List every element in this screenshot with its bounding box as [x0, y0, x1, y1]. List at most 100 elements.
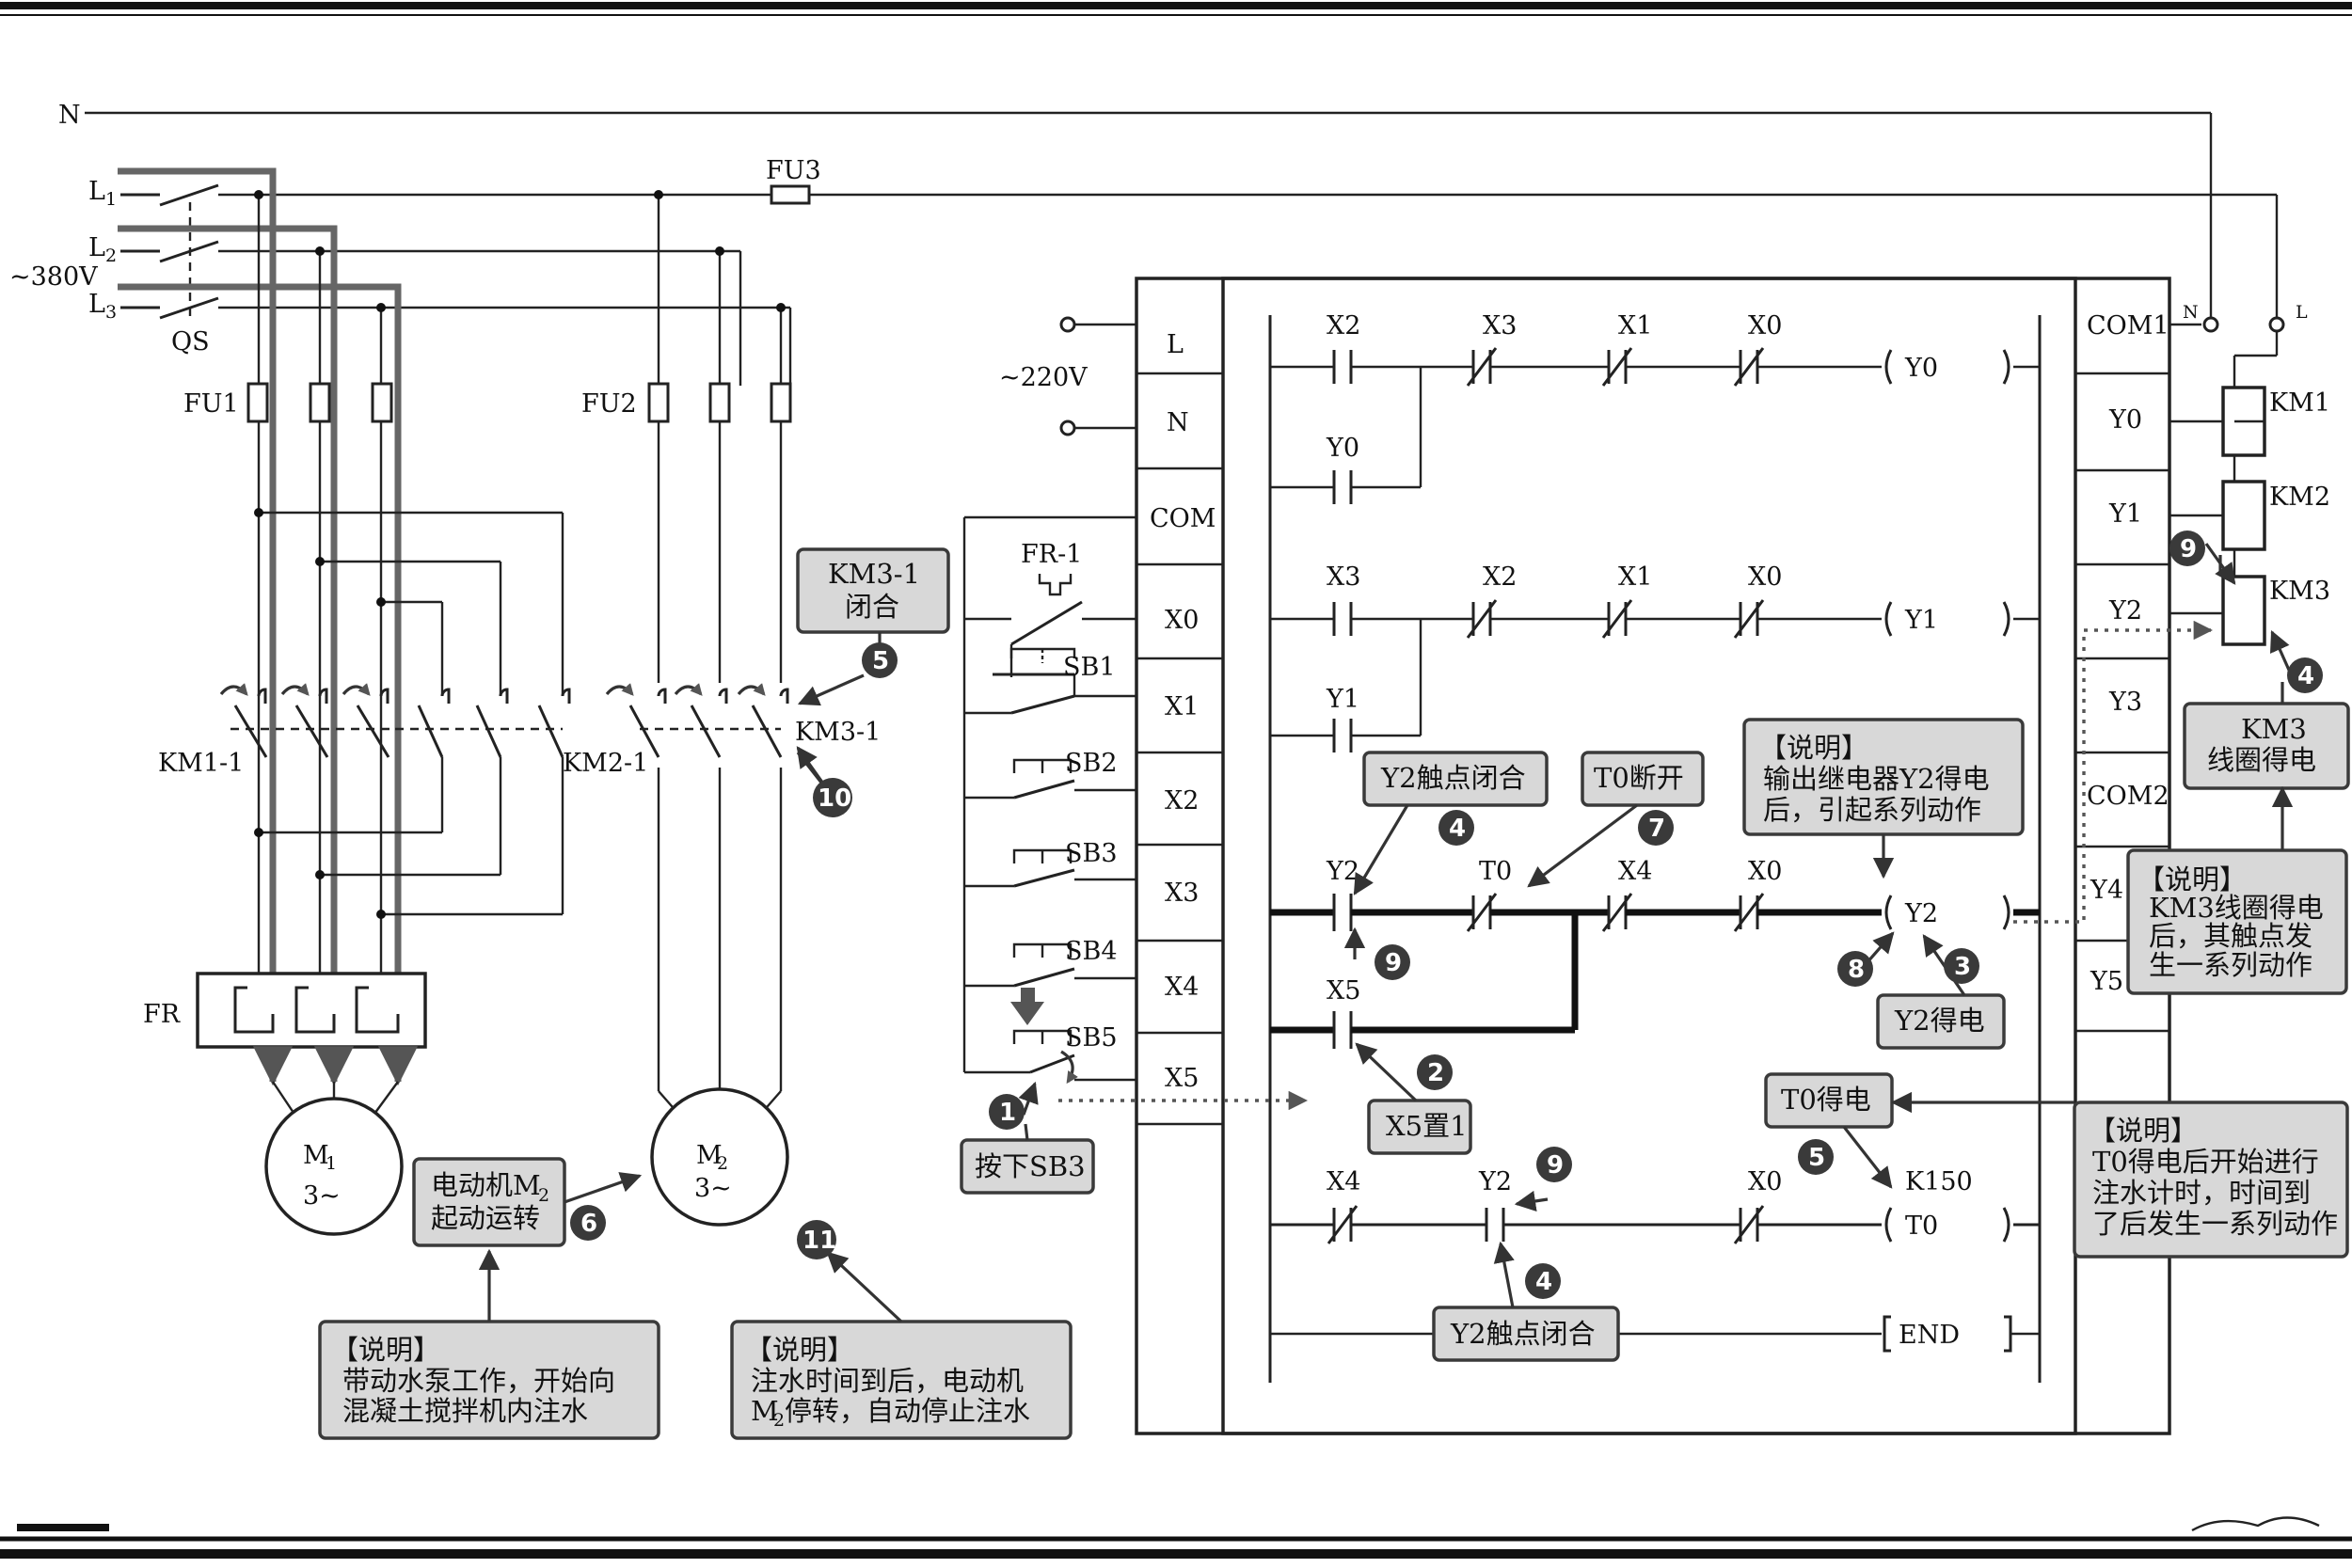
- motor-m1: [264, 1097, 404, 1236]
- rung-4: X4 Y2 X0 T0 K150: [1270, 1167, 2040, 1244]
- terminal-l: L: [1167, 330, 1184, 359]
- svg-text:3: 3: [1954, 953, 1971, 981]
- km3-1-contacts: [605, 683, 800, 768]
- badge-5a: 5: [862, 642, 898, 678]
- svg-text:闭合: 闭合: [845, 591, 899, 623]
- rung-3: Y2 T0 X4 X0 Y2 X5: [1270, 857, 2040, 1049]
- km1-coil-label: KM1: [2269, 388, 2330, 418]
- badge-1: 1: [989, 1094, 1025, 1130]
- svg-text:END: END: [1899, 1321, 1960, 1350]
- svg-text:T0: T0: [1905, 1212, 1938, 1241]
- svg-text:X0: X0: [1748, 1167, 1782, 1196]
- svg-text:M: M: [303, 1141, 329, 1170]
- km2-1-label: KM2-1: [563, 749, 648, 778]
- step-badges: 1 2 3 4 4 4 5 5 6 7 8 9 9 9 10 11: [570, 531, 2323, 1299]
- svg-text:3: 3: [105, 302, 117, 323]
- svg-text:T0得电后开始进行: T0得电后开始进行: [2092, 1146, 2319, 1178]
- l1-label: L: [88, 177, 105, 206]
- svg-text:4: 4: [1449, 815, 1466, 843]
- svg-text:KM3-1: KM3-1: [828, 558, 920, 590]
- callout-note-stop: 【说明】 注水时间到后，电动机 M 2 停转，自动停止注水: [730, 1320, 1073, 1440]
- badge-9b: 9: [2169, 531, 2205, 566]
- km3-coil: [2221, 575, 2266, 646]
- svg-text:5: 5: [872, 647, 889, 675]
- callout-km3-1-closed: KM3-1 闭合: [796, 547, 950, 634]
- svg-text:停转，自动停止注水: 停转，自动停止注水: [785, 1395, 1030, 1427]
- svg-text:生一系列动作: 生一系列动作: [2149, 949, 2312, 981]
- fr-1-contact: FR-1: [964, 540, 1136, 658]
- svg-text:T0断开: T0断开: [1594, 762, 1684, 794]
- l3-label: L: [88, 290, 105, 319]
- svg-text:Y2触点闭合: Y2触点闭合: [1380, 762, 1526, 794]
- svg-text:8: 8: [1848, 956, 1865, 984]
- svg-text:SB5: SB5: [1065, 1023, 1118, 1053]
- svg-text:2: 2: [105, 245, 117, 266]
- km3-1-label: KM3-1: [795, 718, 881, 747]
- callout-motor-m2: 电动机M 2 起动运转: [412, 1157, 566, 1247]
- terminal-x2: X2: [1165, 786, 1199, 816]
- badge-8: 8: [1837, 951, 1873, 987]
- km2-coil: [2221, 480, 2266, 551]
- svg-text:X3: X3: [1327, 562, 1360, 592]
- terminal-com: COM: [1150, 504, 1216, 533]
- svg-text:【说明】: 【说明】: [2137, 863, 2247, 895]
- svg-text:注水时间到后，电动机: 注水时间到后，电动机: [751, 1365, 1024, 1397]
- terminal-y3: Y3: [2108, 688, 2142, 717]
- svg-text:2: 2: [773, 1410, 785, 1431]
- svg-text:1: 1: [999, 1099, 1016, 1127]
- svg-text:X1: X1: [1618, 311, 1652, 341]
- svg-text:X0: X0: [1748, 311, 1782, 341]
- svg-text:T0: T0: [1479, 857, 1512, 886]
- voltage-380-label: ~380V: [9, 262, 98, 292]
- badge-2: 2: [1417, 1054, 1453, 1090]
- svg-text:7: 7: [1648, 815, 1665, 843]
- svg-text:电动机M: 电动机M: [431, 1169, 541, 1201]
- svg-text:混凝土搅拌机内注水: 混凝土搅拌机内注水: [342, 1395, 588, 1427]
- svg-text:1: 1: [105, 189, 117, 210]
- ladder-program: X2 X3 X1 X0 Y0 Y0 X3 X2: [1058, 311, 2214, 1383]
- badge-3: 3: [1944, 948, 1979, 984]
- svg-text:X5: X5: [1327, 976, 1360, 1006]
- svg-text:X2: X2: [1483, 562, 1517, 592]
- svg-text:3~: 3~: [694, 1174, 732, 1203]
- svg-text:【说明】: 【说明】: [745, 1334, 854, 1366]
- svg-text:按下SB3: 按下SB3: [975, 1150, 1086, 1182]
- svg-text:T0得电: T0得电: [1781, 1084, 1871, 1116]
- callout-note-t0: 【说明】 T0得电后开始进行 注水计时，时间到 了后发生一系列动作: [2073, 1101, 2349, 1259]
- callout-km3-coil: KM3 线圈得电: [2183, 702, 2350, 790]
- svg-text:X4: X4: [1327, 1167, 1360, 1196]
- svg-text:Y0: Y0: [1904, 354, 1938, 383]
- badge-11: 11: [797, 1220, 836, 1259]
- svg-text:【说明】: 【说明】: [1759, 732, 1868, 764]
- terminal-n: N: [1167, 408, 1189, 437]
- sb5-button: SB5: [1010, 988, 1136, 1085]
- km2-coil-label: KM2: [2269, 483, 2330, 512]
- km1-1-label: KM1-1: [158, 749, 244, 778]
- callout-y2-contact-closed: Y2触点闭合: [1362, 751, 1549, 807]
- terminal-y5: Y5: [2090, 967, 2123, 996]
- badge-5b: 5: [1798, 1139, 1834, 1175]
- n-line-label: N: [58, 101, 81, 130]
- terminal-y0: Y0: [2108, 405, 2142, 435]
- badge-7: 7: [1638, 810, 1674, 846]
- svg-text:SB1: SB1: [1063, 653, 1116, 682]
- svg-text:Y2: Y2: [1478, 1167, 1512, 1196]
- fu3-label: FU3: [766, 156, 821, 185]
- svg-text:SB3: SB3: [1065, 839, 1118, 868]
- callout-press-sb3: 按下SB3: [960, 1138, 1095, 1195]
- callout-t0-open: T0断开: [1581, 751, 1705, 807]
- svg-text:X0: X0: [1748, 562, 1782, 592]
- callout-note-km3: 【说明】 KM3线圈得电 后，其触点发 生一系列动作: [2126, 848, 2348, 995]
- km2-1-contacts: [395, 688, 571, 758]
- badge-4a: 4: [1438, 810, 1474, 846]
- terminal-x0: X0: [1165, 606, 1199, 635]
- fu1-label: FU1: [183, 389, 239, 419]
- sb4-button: SB4: [964, 937, 1136, 988]
- svg-text:SB4: SB4: [1065, 937, 1118, 966]
- svg-text:4: 4: [2297, 662, 2314, 690]
- out-l-label: L: [2296, 302, 2308, 323]
- terminal-com1: COM1: [2087, 311, 2169, 341]
- svg-text:X3: X3: [1483, 311, 1517, 341]
- svg-text:9: 9: [1547, 1151, 1564, 1180]
